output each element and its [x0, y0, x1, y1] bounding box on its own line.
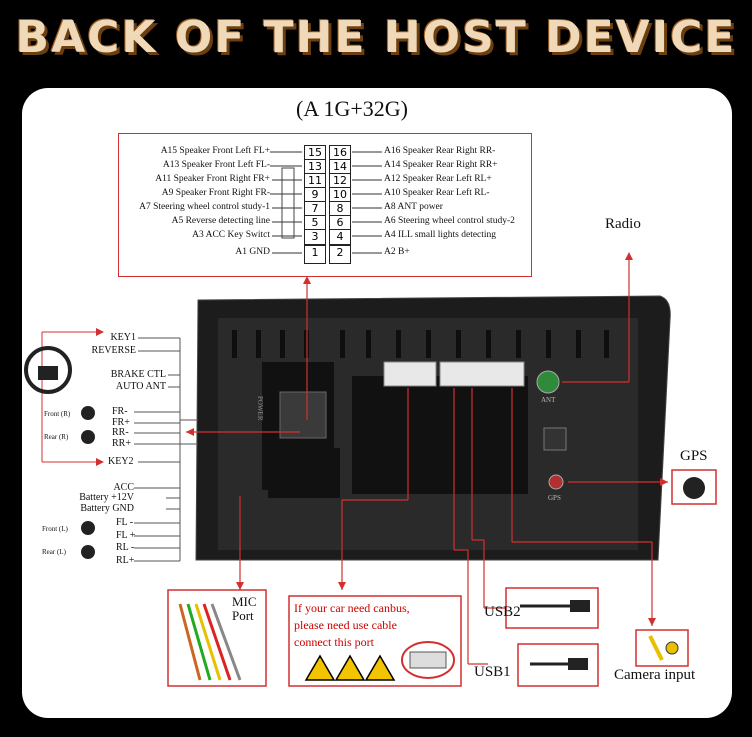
- power-port-label: POWER: [256, 396, 264, 421]
- wire-brake-ctl: BRAKE CTL: [110, 369, 166, 380]
- speaker-rear-r-label: Rear (R): [44, 433, 69, 441]
- wire-fl-minus: FL -: [116, 517, 134, 528]
- pin-label-a9: A9 Speaker Front Right FR-: [161, 188, 270, 198]
- wire-rr-minus: RR-: [112, 427, 129, 438]
- wire-reverse: REVERSE: [91, 345, 136, 356]
- pin-label-a4: A4 ILL small lights detecting: [384, 230, 497, 240]
- pin-label-a11: A11 Speaker Front Right FR+: [155, 174, 270, 184]
- pinout-box: [118, 133, 532, 277]
- pin-10: 10: [329, 187, 351, 203]
- speaker-front-l-label: Front (L): [42, 525, 68, 533]
- usb1-label: USB1: [474, 664, 511, 680]
- wire-key1: KEY1: [110, 332, 136, 343]
- pin-label-a14: A14 Speaker Rear Right RR+: [384, 160, 498, 170]
- wire-rl-plus: RL+: [116, 555, 135, 566]
- pin-label-a5: A5 Reverse detecting line: [171, 216, 270, 226]
- canbus-note-line3: connect this port: [294, 635, 374, 649]
- speaker-rear-l-label: Rear (L): [42, 548, 66, 556]
- pin-label-a15: A15 Speaker Front Left FL+: [160, 146, 270, 156]
- pin-label-a7: A7 Steering wheel control study-1: [139, 202, 270, 212]
- pin-14: 14: [329, 159, 351, 175]
- pin-16: 16: [329, 145, 351, 161]
- pin-label-a6: A6 Steering wheel control study-2: [384, 216, 515, 226]
- pin-label-a13: A13 Speaker Front Left FL-: [162, 160, 270, 170]
- pin-label-a2: A2 B+: [384, 247, 410, 257]
- wire-fr-minus: FR-: [112, 406, 128, 417]
- pin-label-a16: A16 Speaker Rear Right RR-: [384, 146, 496, 156]
- pin-label-a3: A3 ACC Key Switct: [192, 230, 270, 240]
- wire-battery-gnd: Battery GND: [80, 503, 134, 514]
- mic-label: MIC: [232, 594, 257, 609]
- pin-label-a8: A8 ANT power: [384, 202, 443, 212]
- usb2-label: USB2: [484, 604, 521, 620]
- pin-label-a12: A12 Speaker Rear Left RL+: [384, 174, 492, 184]
- wire-auto-ant: AUTO ANT: [115, 381, 166, 392]
- wire-rl-minus: RL -: [116, 542, 135, 553]
- wire-battery-12v: Battery +12V: [79, 492, 134, 503]
- pin-label-a10: A10 Speaker Rear Left RL-: [384, 188, 490, 198]
- wire-rr-plus: RR+: [112, 438, 131, 449]
- wire-fl-plus: FL +: [116, 530, 136, 541]
- wire-key2: KEY2: [108, 456, 134, 467]
- pin-3: 3: [304, 229, 326, 245]
- canbus-note-line1: If your car need canbus,: [294, 601, 410, 615]
- pin-4: 4: [329, 229, 351, 245]
- pin-label-a1: A1 GND: [235, 247, 270, 257]
- gps-port-label: GPS: [548, 494, 561, 502]
- page-title: BACK OF THE HOST DEVICE: [15, 12, 737, 63]
- ant-port-label: ANT: [541, 396, 556, 404]
- pin-2: 2: [329, 245, 351, 264]
- canbus-note-line2: please need use cable: [294, 618, 397, 632]
- port-label: Port: [232, 608, 254, 623]
- speaker-front-r-label: Front (R): [44, 410, 71, 418]
- camera-input-label: Camera input: [614, 667, 696, 683]
- wire-fr-plus: FR+: [112, 417, 130, 428]
- gps-label: GPS: [680, 448, 708, 464]
- model-label: (A 1G+32G): [296, 96, 409, 121]
- radio-label: Radio: [605, 216, 641, 232]
- wire-acc: ACC: [113, 482, 134, 493]
- pin-1: 1: [304, 245, 326, 264]
